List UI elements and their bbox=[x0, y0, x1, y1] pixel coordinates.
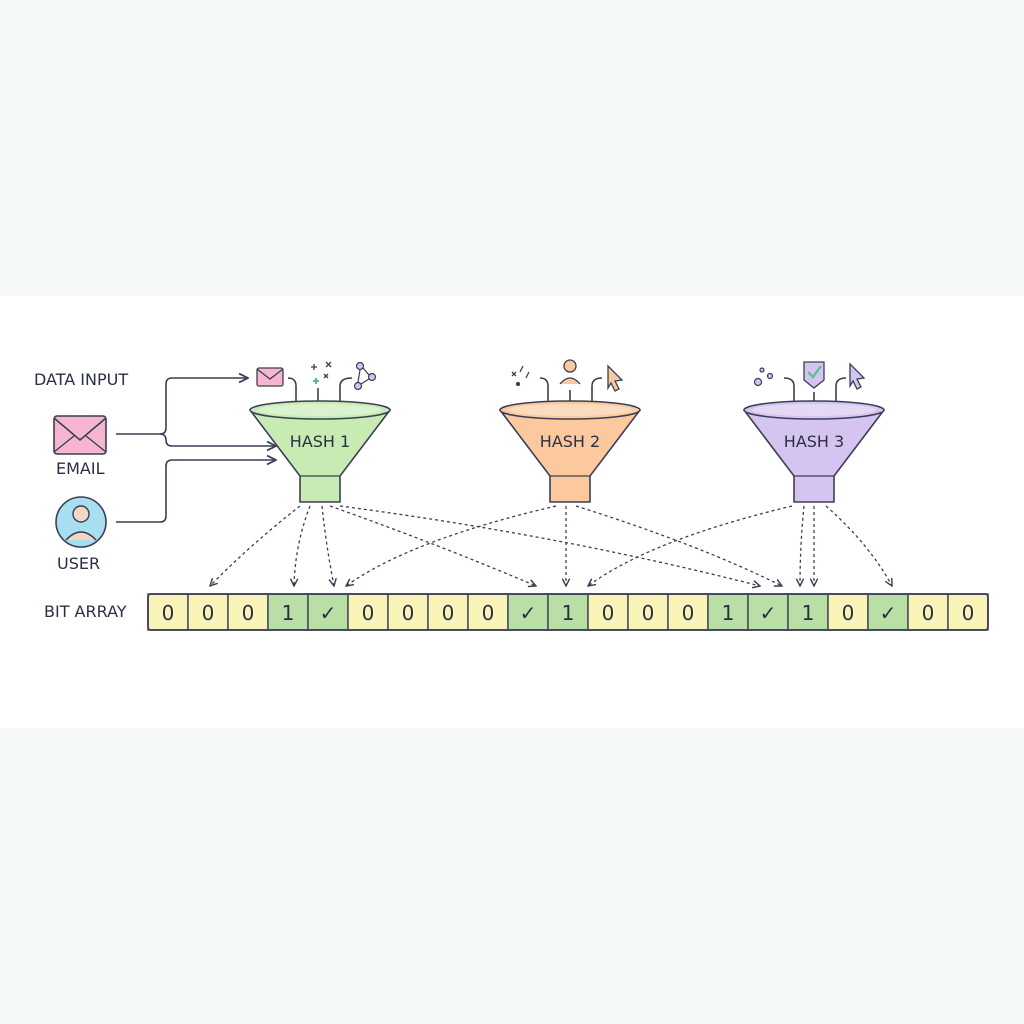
mapping-arrow bbox=[825, 505, 892, 586]
user-to-hash1-arrow bbox=[116, 460, 276, 523]
bit-cell bbox=[467, 593, 509, 631]
hash1-input-arrow bbox=[287, 377, 296, 410]
bit-value: 0 bbox=[482, 601, 495, 625]
bit-value: 0 bbox=[362, 601, 375, 625]
hash-label-1: HASH 1 bbox=[290, 432, 350, 451]
person-icon bbox=[559, 359, 581, 385]
mapping-arrow bbox=[800, 505, 805, 586]
mapping-arrow bbox=[321, 505, 334, 586]
hash3-input-arrow bbox=[836, 377, 847, 410]
mapping-arrow bbox=[329, 505, 536, 586]
hash-label-3: HASH 3 bbox=[784, 432, 844, 451]
user-input-icon bbox=[55, 496, 107, 548]
hash2-input-arrow bbox=[592, 377, 603, 410]
email-to-hash1-arrow bbox=[159, 433, 276, 446]
bit-value: 1 bbox=[282, 601, 295, 625]
cursor-icon bbox=[849, 362, 866, 390]
email-label: EMAIL bbox=[56, 459, 105, 478]
hash-funnel-2: HASH 2 bbox=[499, 400, 641, 503]
bit-cell bbox=[627, 593, 669, 631]
check-badge-icon bbox=[803, 361, 825, 389]
share-nodes-icon bbox=[353, 361, 377, 391]
sparkle-icon bbox=[511, 365, 530, 387]
droplets-icon bbox=[753, 367, 774, 387]
email-input-icon bbox=[53, 415, 107, 455]
bit-value: 0 bbox=[922, 601, 935, 625]
bit-array-frame bbox=[147, 593, 989, 631]
check-mark-icon: ✓ bbox=[520, 601, 537, 625]
bit-array: 0 0 0 1 ✓ 0 0 0 0 ✓ 1 0 0 0 1 ✓ 1 0 ✓ 0 0 bbox=[147, 593, 989, 631]
hash3-input-arrow bbox=[783, 377, 794, 410]
hash-funnel-1: HASH 1 bbox=[249, 400, 391, 503]
bit-value: 0 bbox=[962, 601, 975, 625]
mapping-arrow bbox=[575, 505, 782, 586]
bit-value: 1 bbox=[722, 601, 735, 625]
hash1-input-arrow bbox=[340, 377, 353, 410]
bit-cell bbox=[347, 593, 389, 631]
bit-value: 0 bbox=[242, 601, 255, 625]
bit-value: 0 bbox=[442, 601, 455, 625]
mapping-arrow bbox=[346, 505, 557, 586]
bit-value: 1 bbox=[562, 601, 575, 625]
bit-cell bbox=[187, 593, 229, 631]
bit-cell bbox=[387, 593, 429, 631]
hash-mapping-arrows bbox=[210, 505, 892, 586]
mapping-arrow bbox=[294, 505, 311, 586]
sparkle-icon bbox=[311, 361, 332, 384]
bit-value: 1 bbox=[802, 601, 815, 625]
hash-funnels: HASH 1 HASH 2 HASH 3 bbox=[249, 400, 885, 503]
bit-array-label: BIT ARRAY bbox=[44, 602, 127, 621]
bit-value: 0 bbox=[402, 601, 415, 625]
mapping-arrow bbox=[588, 505, 793, 586]
hash-label-2: HASH 2 bbox=[540, 432, 600, 451]
bit-value: 0 bbox=[842, 601, 855, 625]
bit-value: 0 bbox=[682, 601, 695, 625]
bit-value: 0 bbox=[602, 601, 615, 625]
bit-cell bbox=[547, 593, 589, 631]
data-input-label: DATA INPUT bbox=[34, 370, 128, 389]
mapping-arrow bbox=[339, 505, 760, 586]
mapping-arrow bbox=[210, 505, 301, 586]
user-label: USER bbox=[57, 554, 100, 573]
hash2-input-arrow bbox=[539, 377, 548, 410]
envelope-icon bbox=[256, 367, 284, 387]
hash-funnel-3: HASH 3 bbox=[743, 400, 885, 503]
bit-cell bbox=[507, 593, 549, 631]
check-mark-icon: ✓ bbox=[320, 601, 337, 625]
bit-value: 0 bbox=[202, 601, 215, 625]
cursor-icon bbox=[607, 364, 624, 392]
bit-cell bbox=[587, 593, 629, 631]
bit-value: 0 bbox=[162, 601, 175, 625]
bit-cell bbox=[907, 593, 949, 631]
check-mark-icon: ✓ bbox=[760, 601, 777, 625]
check-mark-icon: ✓ bbox=[880, 601, 897, 625]
data-input-arrow bbox=[116, 378, 248, 435]
bit-value: 0 bbox=[642, 601, 655, 625]
